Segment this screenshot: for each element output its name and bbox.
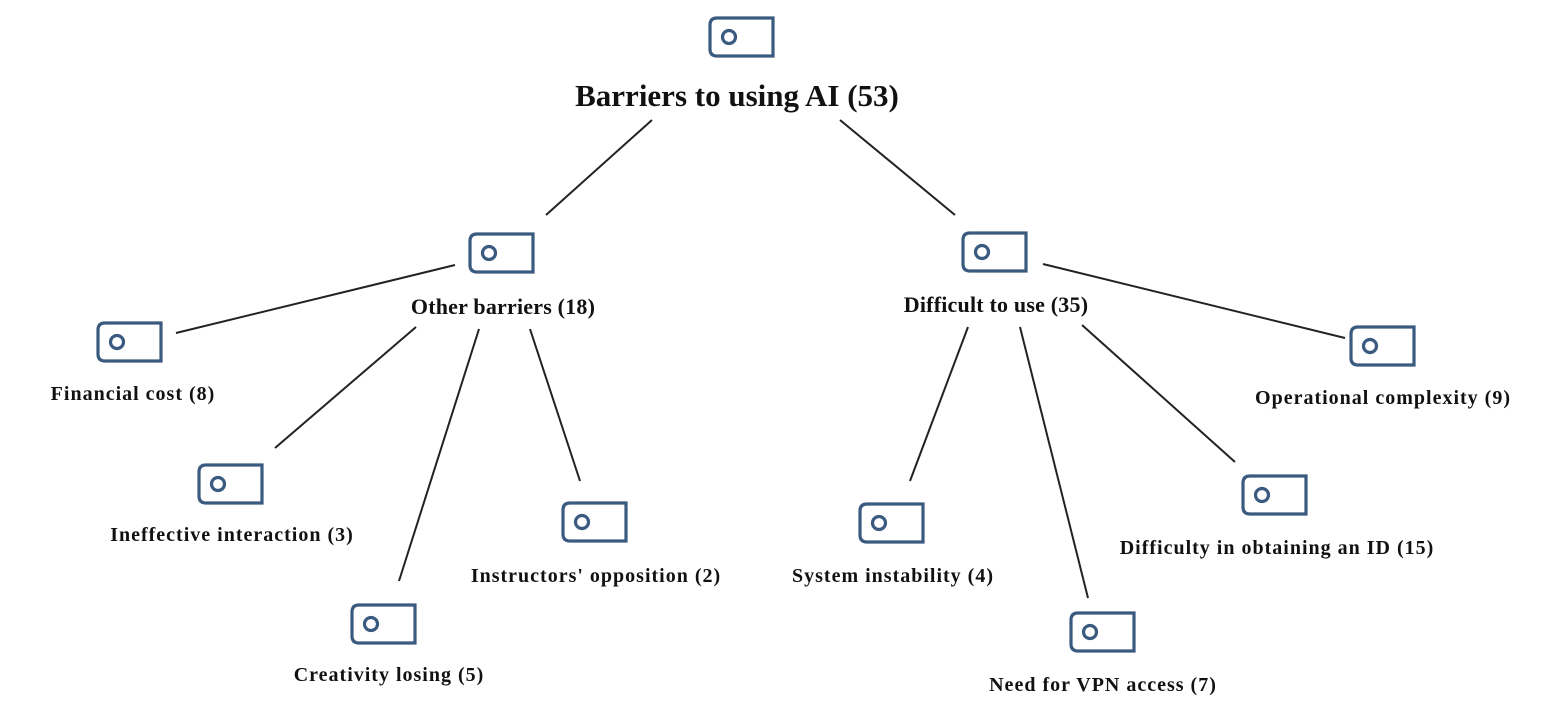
edge-other-ineffective <box>274 326 417 449</box>
edge-other-financial <box>175 264 456 334</box>
financial-cost-label: Financial cost (8) <box>50 383 216 405</box>
instructors-opposition-label: Instructors' opposition (2) <box>470 565 722 587</box>
edge-difficult-instability <box>909 326 969 482</box>
edge-other-instructors <box>529 328 581 482</box>
code-node-icon <box>350 603 417 645</box>
ineffective-interaction-label: Ineffective interaction (3) <box>110 524 354 546</box>
code-node-icon <box>468 232 535 274</box>
edge-difficult-vpn <box>1019 326 1089 599</box>
code-node-icon <box>1349 325 1416 367</box>
code-node-icon <box>561 501 628 543</box>
other-barriers-label: Other barriers (18) <box>410 294 596 319</box>
code-node-icon <box>1241 474 1308 516</box>
code-node-icon <box>1069 611 1136 653</box>
code-node-icon <box>96 321 163 363</box>
need-for-vpn-access-label: Need for VPN access (7) <box>989 674 1217 696</box>
system-instability-label: System instability (4) <box>792 565 994 587</box>
edge-other-creativity <box>398 328 480 582</box>
difficult-to-use-label: Difficult to use (35) <box>903 292 1089 317</box>
edge-root-other <box>545 119 653 216</box>
root-label: Barriers to using AI (53) <box>575 78 899 113</box>
code-node-icon <box>708 16 775 58</box>
edge-difficult-complexity <box>1042 263 1346 339</box>
code-node-icon <box>858 502 925 544</box>
edge-root-difficult <box>839 119 956 216</box>
operational-complexity-label: Operational complexity (9) <box>1255 387 1511 409</box>
code-node-icon <box>961 231 1028 273</box>
edge-difficult-id <box>1081 324 1236 463</box>
difficulty-obtaining-id-label: Difficulty in obtaining an ID (15) <box>1119 537 1435 559</box>
edges <box>175 119 1346 599</box>
code-node-icon <box>197 463 264 505</box>
creativity-losing-label: Creativity losing (5) <box>293 664 485 686</box>
